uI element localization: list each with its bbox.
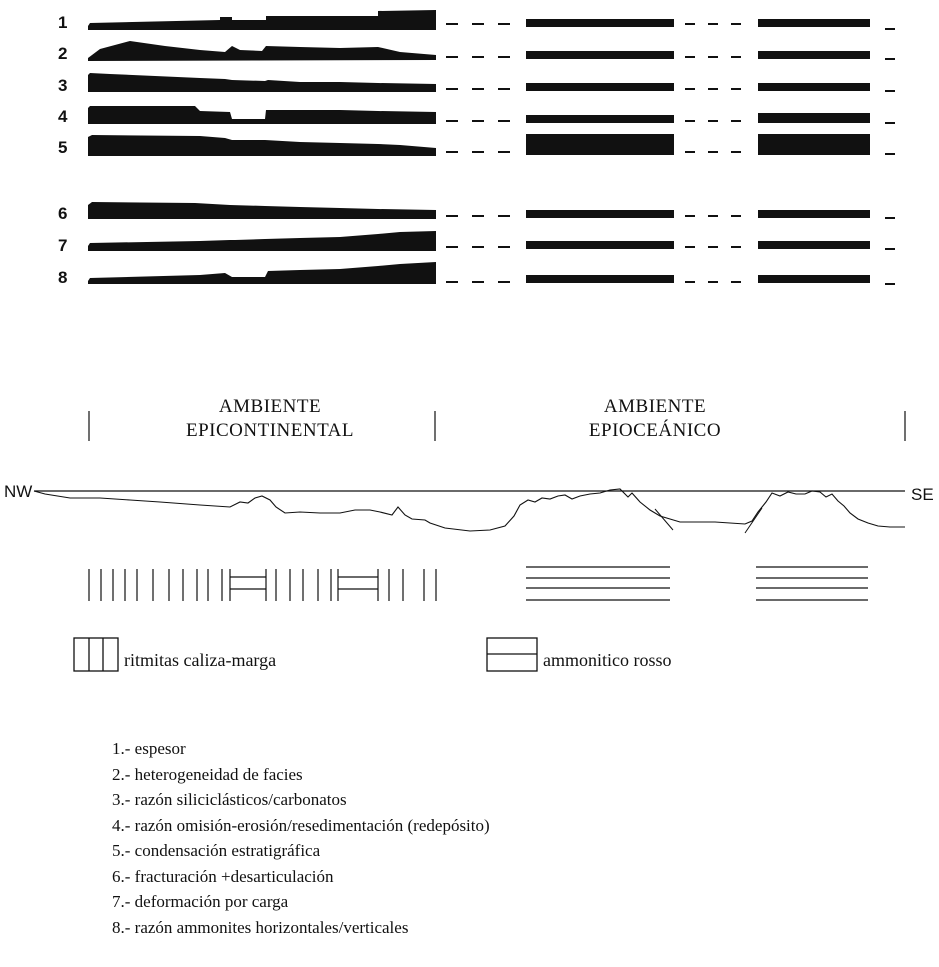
fault-2 bbox=[744, 507, 763, 534]
fault-1 bbox=[654, 508, 674, 531]
note-item: 7.- deformación por carga bbox=[112, 892, 289, 911]
trend-bars bbox=[88, 10, 895, 285]
section-end-nw: NW bbox=[4, 482, 33, 501]
environment-epioceanico-line1: AMBIENTE bbox=[603, 396, 707, 417]
row-number-2: 2 bbox=[58, 44, 68, 63]
section-end-se: SE bbox=[911, 485, 934, 504]
legend-rhythmites-label: ritmitas caliza-marga bbox=[124, 650, 277, 670]
legend-ammonitico-symbol bbox=[486, 637, 538, 672]
note-item: 1.- espesor bbox=[112, 739, 186, 758]
trend-bar-4 bbox=[88, 106, 895, 124]
environment-epicontinental-line2: EPICONTINENTAL bbox=[185, 420, 354, 441]
trend-bars-diagram bbox=[88, 10, 895, 285]
note-item: 6.- fracturación +desarticulación bbox=[112, 866, 334, 886]
legend-ammonitico-label: ammonitico rosso bbox=[543, 650, 672, 670]
row-number-6: 6 bbox=[58, 204, 68, 223]
legend-rhythmites-symbol bbox=[73, 637, 119, 672]
row-number-1: 1 bbox=[58, 13, 68, 32]
note-item: 2.- heterogeneidad de facies bbox=[112, 764, 303, 784]
row-number-5: 5 bbox=[58, 138, 68, 157]
note-item: 5.- condensación estratigráfica bbox=[112, 841, 321, 860]
row-number-8: 8 bbox=[58, 268, 68, 287]
note-item: 8.- razón ammonites horizontales/vertica… bbox=[112, 917, 409, 937]
trend-bar-8 bbox=[88, 262, 895, 285]
environment-epioceanico: AMBIENTE EPIOCEÁNICO bbox=[545, 395, 765, 443]
environment-epioceanico-line2: EPIOCEÁNICO bbox=[588, 420, 722, 441]
trend-bar-7 bbox=[88, 231, 895, 251]
facies-ammonitico-strip bbox=[526, 566, 868, 601]
facies-rhythmites-strip bbox=[88, 569, 437, 601]
trend-bar-3 bbox=[88, 73, 895, 92]
trend-bar-5 bbox=[88, 134, 895, 156]
row-number-3: 3 bbox=[58, 76, 68, 95]
notes-list: 1.- espesor 2.- heterogeneidad de facies… bbox=[112, 736, 490, 940]
seafloor-profile bbox=[33, 488, 905, 532]
note-item: 4.- razón omisión-erosión/resedimentació… bbox=[112, 815, 490, 835]
environment-epicontinental-line1: AMBIENTE bbox=[218, 396, 322, 417]
row-number-7: 7 bbox=[58, 236, 68, 255]
row-number-4: 4 bbox=[58, 107, 68, 126]
environment-epicontinental: AMBIENTE EPICONTINENTAL bbox=[160, 395, 380, 443]
note-item: 3.- razón siliciclásticos/carbonatos bbox=[112, 790, 347, 809]
trend-bar-1 bbox=[88, 10, 895, 30]
trend-bar-6 bbox=[88, 202, 895, 219]
trend-bar-2 bbox=[88, 41, 895, 61]
